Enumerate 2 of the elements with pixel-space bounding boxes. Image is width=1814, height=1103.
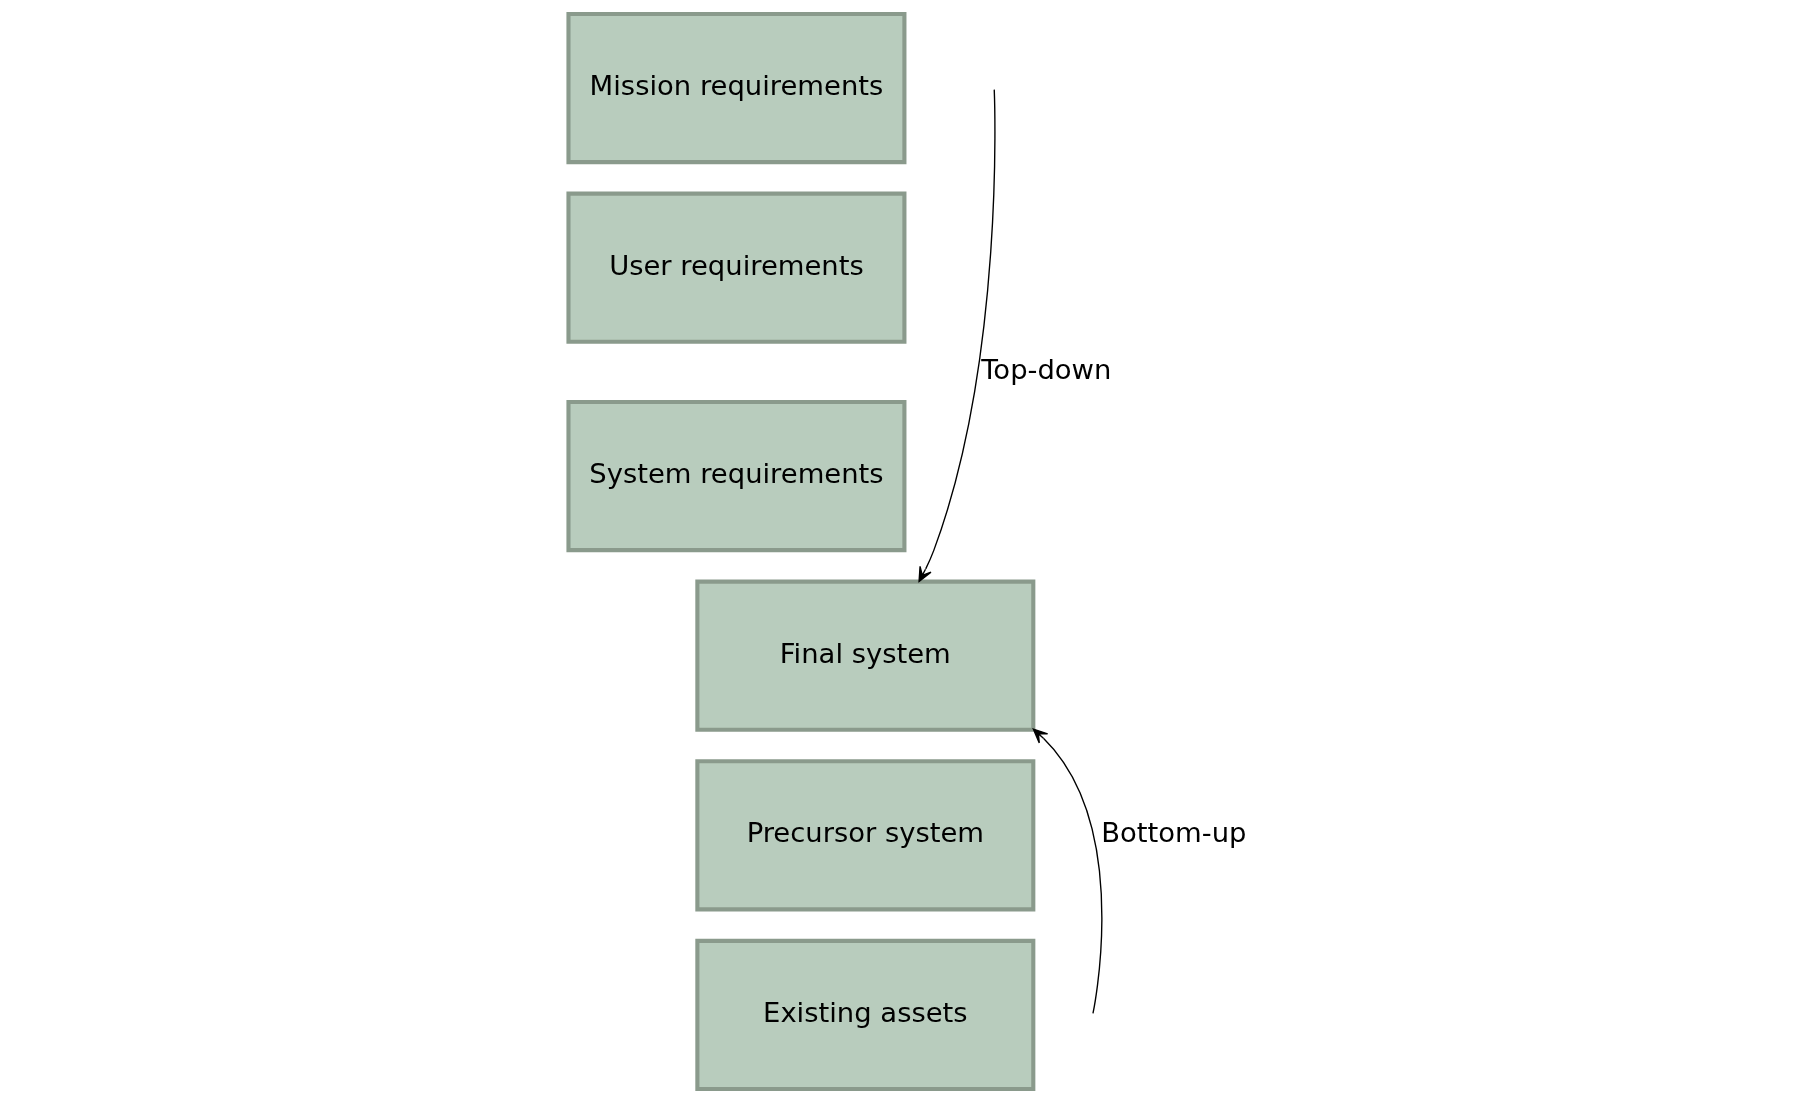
edge-label: Top-down	[980, 353, 1111, 385]
edge-label: Bottom-up	[1100, 817, 1246, 849]
